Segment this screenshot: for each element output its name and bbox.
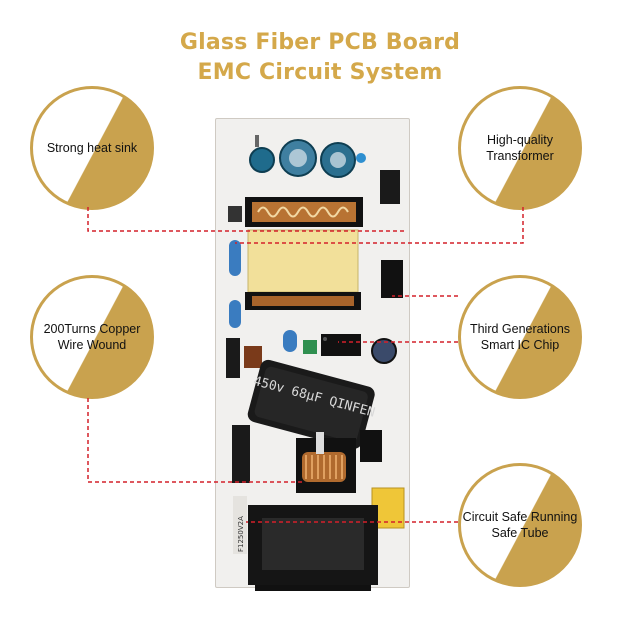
thermistor <box>360 430 382 462</box>
top-capacitors <box>249 135 400 204</box>
transistor <box>228 206 242 222</box>
feature-label-transformer: High-quality Transformer <box>486 133 554 163</box>
callout-line-heat-sink <box>87 207 406 232</box>
resistor-blue <box>229 240 241 276</box>
diode-d4 <box>381 260 403 298</box>
callout-line-transformer <box>235 207 524 244</box>
resistor-blue-2 <box>229 300 241 328</box>
feature-badge-transformer: High-quality Transformer <box>458 86 582 210</box>
feature-badge-safe-tube: Circuit Safe Running Safe Tube <box>458 463 582 587</box>
ic-chip <box>321 334 361 356</box>
feature-badge-ic-chip: Third Generations Smart IC Chip <box>458 275 582 399</box>
led-indicator <box>356 153 366 163</box>
page-subtitle: EMC Circuit System <box>197 60 443 85</box>
fuse-label: F1250V2A <box>237 516 245 552</box>
page-title: Glass Fiber PCB Board <box>179 30 461 55</box>
feature-label-copper-wire: 200Turns Copper Wire Wound <box>43 322 141 352</box>
callout-lines <box>87 207 524 523</box>
transformer-winding <box>245 197 363 227</box>
feature-badge-heat-sink: Strong heat sink <box>30 86 154 210</box>
main-capacitor: 450v 68µF QINFEN <box>247 359 377 449</box>
capacitor-ec5 <box>249 147 275 173</box>
mosfet <box>226 338 240 378</box>
feature-badge-copper-wire: 200Turns Copper Wire Wound <box>30 275 154 399</box>
capacitor-green <box>303 340 317 354</box>
diode-d3 <box>380 170 400 204</box>
feature-label-safe-tube: Circuit Safe Running Safe Tube <box>462 510 578 540</box>
feature-label-heat-sink: Strong heat sink <box>46 141 138 155</box>
coil-holder <box>232 425 250 483</box>
inductor-small <box>244 346 262 368</box>
ac-socket <box>248 505 378 591</box>
callout-line-copper-wire <box>87 398 305 483</box>
transformer-core <box>247 229 359 293</box>
copper-coil <box>302 432 346 482</box>
capacitor-small <box>371 338 397 364</box>
feature-label-ic-chip: Third Generations Smart IC Chip <box>469 322 571 352</box>
